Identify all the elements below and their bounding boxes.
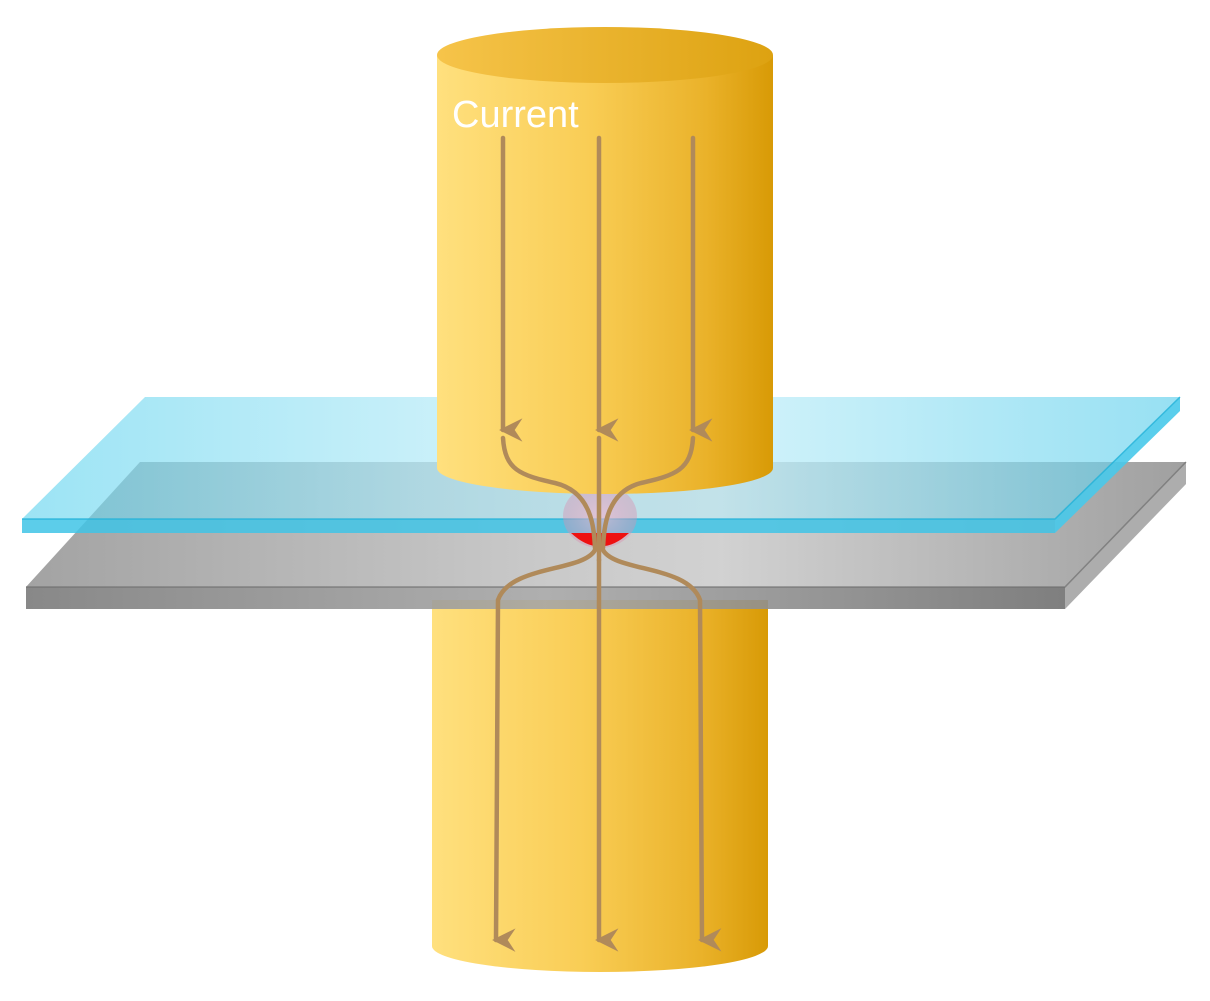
current-arrow-lower-right bbox=[600, 547, 722, 952]
current-label: Current bbox=[452, 94, 579, 136]
upper-electrode bbox=[437, 27, 773, 494]
current-path-converge-right bbox=[600, 435, 696, 551]
current-flow-lines bbox=[492, 135, 722, 952]
current-path-converge-left bbox=[500, 435, 598, 551]
current-arrow-lower-left bbox=[492, 547, 598, 952]
